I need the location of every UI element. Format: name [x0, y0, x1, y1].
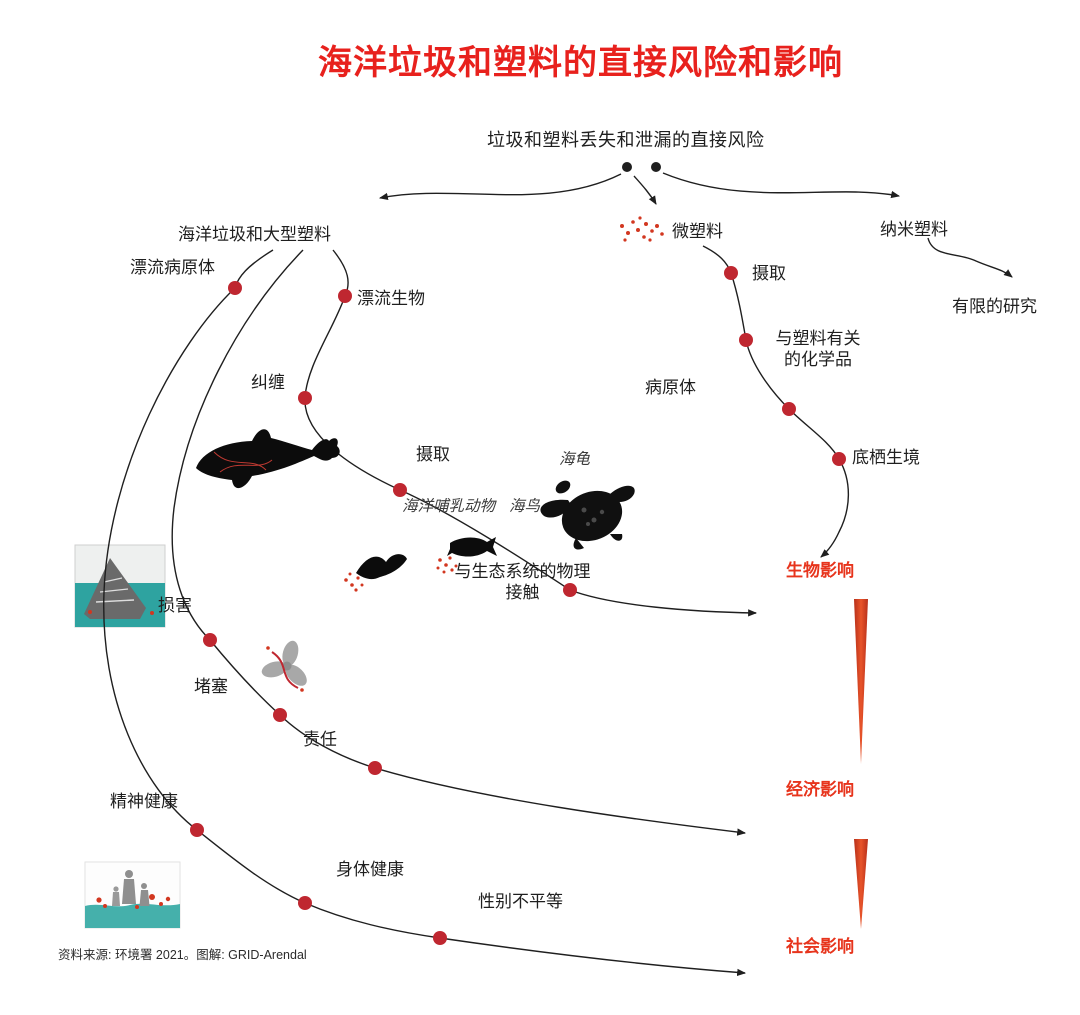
label-drifting-pathogens: 漂流病原体 [130, 258, 215, 277]
label-drifting-organisms: 漂流生物 [357, 289, 425, 308]
risk-node-dot [563, 583, 577, 597]
limited-research-label: 有限的研究 [952, 297, 1037, 316]
label-ingestion-micro: 摄取 [752, 264, 786, 283]
scatter-near-fish-icon [436, 556, 458, 574]
risk-node-dot [433, 931, 447, 945]
risk-node-dot [228, 281, 242, 295]
risk-header: 垃圾和塑料丢失和泄漏的直接风险 [487, 130, 765, 150]
risk-node-dot [739, 333, 753, 347]
label-social-impact: 社会影响 [786, 937, 854, 956]
label-benthic-habitat: 底栖生境 [852, 448, 920, 467]
label-damage: 损害 [158, 596, 192, 615]
risk-node-dot [782, 402, 796, 416]
taper-arrow-to-economic [854, 599, 868, 764]
label-mental-health: 精神健康 [110, 792, 178, 811]
label-physical-health: 身体健康 [336, 860, 404, 879]
risk-node-dot [203, 633, 217, 647]
label-pathogens: 病原体 [645, 378, 696, 397]
header-branch-dots [622, 162, 661, 172]
risk-node-dot [368, 761, 382, 775]
flow-curves [103, 172, 1013, 977]
whale-icon [196, 429, 340, 489]
risk-node-dot [338, 289, 352, 303]
economic-chain-curve [171, 249, 747, 836]
risk-nodes [190, 266, 846, 945]
microplastics-chain-curve [702, 245, 850, 558]
people-in-water-image [84, 861, 181, 929]
risk-node-dot [273, 708, 287, 722]
label-physical-contact: 与生态系统的物理 接触 [454, 562, 591, 603]
label-sea-turtle: 海龟 [559, 451, 591, 468]
microplastics-scatter-icon [620, 216, 664, 242]
social-chain-curve [103, 249, 747, 977]
risk-node-dot [190, 823, 204, 837]
sinking-ship-image [74, 544, 166, 628]
biological-chain-curve [304, 249, 758, 617]
branch-nanoplastics-label: 纳米塑料 [880, 220, 948, 239]
label-liability: 责任 [303, 730, 337, 749]
label-biological-impact: 生物影响 [786, 561, 854, 580]
risk-node-dot [298, 896, 312, 910]
propeller-icon [261, 640, 307, 692]
taper-arrow-to-social [854, 839, 868, 929]
label-economic-impact: 经济影响 [786, 780, 854, 799]
label-entanglement: 纠缠 [251, 373, 285, 392]
label-seabirds: 海鸟 [509, 498, 541, 515]
source-credit: 资料来源: 环境署 2021。图解: GRID-Arendal [58, 948, 307, 962]
label-marine-mammals: 海洋哺乳动物 [402, 498, 496, 515]
label-ingestion-macro: 摄取 [416, 445, 450, 464]
page-title: 海洋垃圾和塑料的直接风险和影响 [318, 44, 843, 82]
risk-node-dot [832, 452, 846, 466]
risk-node-dot [724, 266, 738, 280]
risk-node-dot [393, 483, 407, 497]
sea-turtle-icon [540, 480, 635, 550]
branch-macroplastics-label: 海洋垃圾和大型塑料 [178, 225, 331, 244]
label-blockage: 堵塞 [194, 677, 228, 696]
risk-node-dot [298, 391, 312, 405]
seabird-icon [356, 554, 407, 580]
label-plastic-chemicals: 与塑料有关 的化学品 [775, 329, 861, 370]
branch-microplastics-label: 微塑料 [672, 222, 723, 241]
label-gender-inequality: 性别不平等 [478, 892, 563, 911]
fish-icon [447, 537, 497, 557]
scatter-near-bird-icon [344, 572, 364, 592]
